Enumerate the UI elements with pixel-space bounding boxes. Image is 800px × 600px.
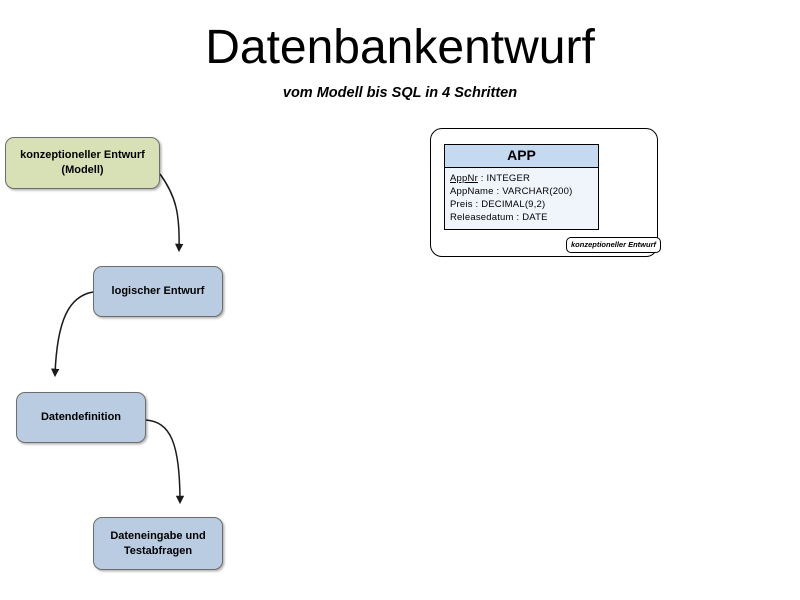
flow-step-dateneingabe-testabfragen[interactable]: Dateneingabe und Testabfragen [93, 517, 223, 570]
entity-app-attribute-list: AppNr : INTEGER AppName : VARCHAR(200) P… [445, 168, 598, 229]
page-subtitle: vom Modell bis SQL in 4 Schritten [282, 85, 518, 101]
entity-attribute-row: Preis : DECIMAL(9,2) [450, 198, 593, 211]
entity-attribute-row: AppName : VARCHAR(200) [450, 185, 593, 198]
entity-attribute-name: Preis [450, 199, 473, 210]
entity-attribute-type: DECIMAL(9,2) [481, 199, 546, 210]
flow-step-datendefinition[interactable]: Datendefinition [16, 392, 146, 443]
flow-step-label: logischer Entwurf [111, 285, 205, 297]
flow-step-label: Datendefinition [40, 411, 122, 423]
model-group-tag: konzeptioneller Entwurf [566, 237, 662, 253]
connector-step3-step4 [145, 419, 185, 505]
entity-attribute-name: Releasedatum [450, 212, 514, 223]
entity-attribute-separator: : [516, 212, 523, 223]
connector-step2-step3 [51, 291, 94, 378]
entity-attribute-separator: : [480, 173, 487, 184]
entity-attribute-type: INTEGER [486, 173, 531, 184]
flow-step-konzeptioneller-entwurf[interactable]: konzeptioneller Entwurf (Modell) [5, 137, 160, 189]
page-title: Datenbankentwurf [205, 21, 595, 74]
entity-attribute-separator: : [475, 199, 482, 210]
entity-attribute-row: Releasedatum : DATE [450, 211, 593, 224]
entity-attribute-name: AppName [450, 186, 494, 197]
entity-attribute-type: DATE [522, 212, 548, 223]
entity-attribute-name: AppNr [450, 173, 478, 184]
entity-app[interactable]: APP AppNr : INTEGER AppName : VARCHAR(20… [444, 144, 599, 230]
flow-step-label: Dateneingabe und Testabfragen [110, 529, 206, 557]
entity-attribute-row: AppNr : INTEGER [450, 172, 593, 185]
connector-step1-step2 [159, 173, 184, 253]
entity-app-header: APP [445, 145, 598, 168]
entity-attribute-type: VARCHAR(200) [502, 186, 573, 197]
flow-step-logischer-entwurf[interactable]: logischer Entwurf [93, 266, 223, 317]
entity-attribute-separator: : [496, 186, 503, 197]
flow-step-label: konzeptioneller Entwurf (Modell) [20, 149, 145, 176]
